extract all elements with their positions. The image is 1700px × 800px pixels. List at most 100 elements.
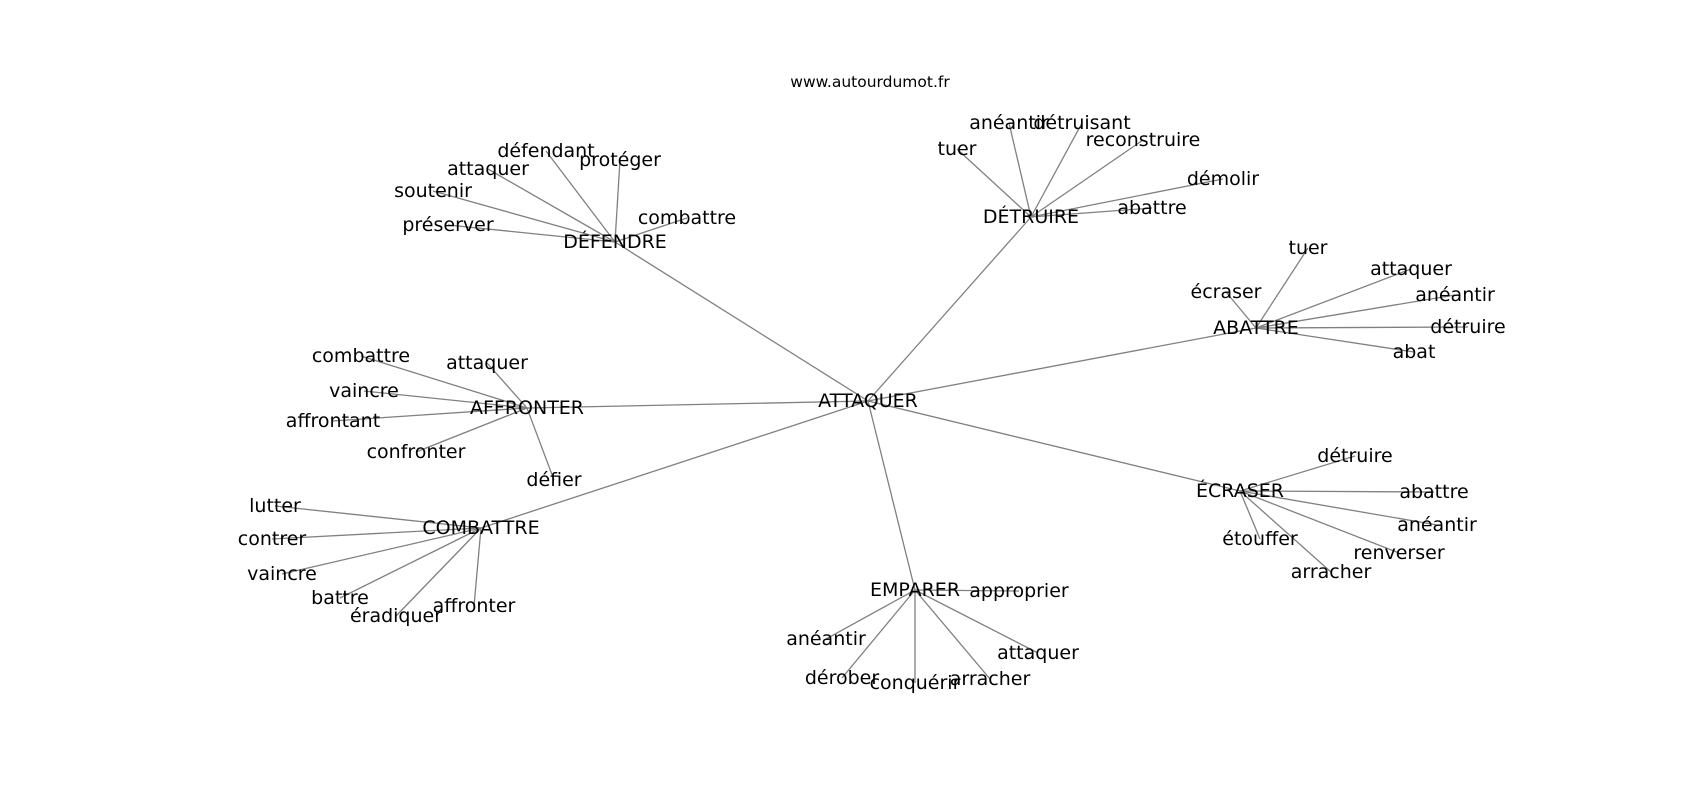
leaf-node-defendre-combattre[interactable]: combattre — [638, 207, 736, 229]
edge-defendre-attaquer — [487, 168, 616, 243]
edge-defendre-soutenir — [432, 190, 616, 243]
leaf-node-combattre-eradiquer[interactable]: éradiquer — [350, 605, 442, 627]
leaf-node-detruire-detruisant[interactable]: détruisant — [1033, 112, 1130, 134]
site-watermark: www.autourdumot.fr — [790, 73, 950, 91]
leaf-node-detruire-tuer[interactable]: tuer — [938, 138, 977, 160]
leaf-node-abattre-tuer[interactable]: tuer — [1289, 237, 1328, 259]
hub-node-defendre[interactable]: DÉFENDRE — [563, 230, 667, 253]
edge-combattre-contrer — [271, 527, 482, 540]
edge-affronter-defier — [526, 407, 555, 481]
hub-node-emparer[interactable]: EMPARER — [870, 579, 960, 601]
leaf-node-combattre-contrer[interactable]: contrer — [238, 528, 307, 550]
edge-emparer-approprier — [914, 589, 1020, 592]
edge-ecraser-etouffer — [1239, 490, 1261, 540]
edge-abattre-detruire — [1255, 326, 1469, 329]
edge-detruire-demolir — [1030, 178, 1224, 218]
leaf-node-defendre-soutenir[interactable]: soutenir — [394, 180, 472, 202]
leaf-node-combattre-vaincre[interactable]: vaincre — [247, 563, 317, 585]
edge-emparer-attaquer — [914, 589, 1039, 654]
leaf-node-affronter-confronter[interactable]: confronter — [367, 441, 466, 463]
edge-root-affronter — [526, 400, 869, 409]
leaf-node-combattre-battre[interactable]: battre — [311, 587, 369, 609]
leaf-node-abattre-attaquer[interactable]: attaquer — [1370, 258, 1452, 280]
edge-detruire-reconstruire — [1030, 139, 1144, 218]
edge-emparer-aneantir — [825, 589, 916, 640]
leaf-node-emparer-conquerir[interactable]: conquérir — [870, 672, 961, 694]
leaf-node-emparer-arracher[interactable]: arracher — [950, 668, 1031, 690]
hub-node-abattre[interactable]: ABATTRE — [1213, 317, 1299, 339]
edge-defendre-defendant — [545, 150, 616, 243]
edge-ecraser-aneantir — [1239, 490, 1438, 526]
edge-root-defendre — [614, 241, 869, 402]
edge-affronter-confronter — [415, 407, 528, 453]
edge-root-combattre — [480, 400, 869, 529]
leaf-node-abattre-ecraser[interactable]: écraser — [1191, 281, 1262, 303]
leaf-node-combattre-affronter[interactable]: affronter — [433, 595, 516, 617]
edge-combattre-eradiquer — [395, 527, 482, 617]
leaf-node-abattre-detruire[interactable]: détruire — [1430, 316, 1505, 338]
leaf-node-defendre-defendant[interactable]: défendant — [497, 140, 594, 162]
leaf-node-detruire-reconstruire[interactable]: reconstruire — [1086, 129, 1201, 151]
leaf-node-emparer-attaquer[interactable]: attaquer — [997, 642, 1079, 664]
edge-root-detruire — [867, 216, 1032, 402]
edge-detruire-detruisant — [1030, 122, 1083, 218]
edge-abattre-tuer — [1255, 247, 1309, 329]
leaf-node-emparer-approprier[interactable]: approprier — [969, 580, 1069, 602]
leaf-node-detruire-aneantir[interactable]: anéantir — [969, 112, 1049, 134]
leaf-node-emparer-derober[interactable]: dérober — [805, 667, 880, 689]
hub-node-ecraser[interactable]: ÉCRASER — [1196, 479, 1284, 502]
edge-abattre-aneantir — [1255, 294, 1456, 329]
edge-emparer-derober — [841, 589, 916, 679]
leaf-node-ecraser-etouffer[interactable]: étouffer — [1222, 528, 1298, 550]
edge-root-emparer — [867, 400, 916, 591]
edge-defendre-proteger — [614, 159, 621, 243]
edge-defendre-preserver — [447, 224, 616, 243]
edge-affronter-attaquer — [486, 362, 528, 409]
leaf-node-abattre-aneantir[interactable]: anéantir — [1415, 284, 1495, 306]
edge-combattre-battre — [339, 527, 482, 599]
edge-emparer-arracher — [914, 589, 991, 680]
leaf-node-affronter-combattre[interactable]: combattre — [312, 345, 410, 367]
edge-detruire-aneantir — [1008, 122, 1032, 218]
edge-combattre-lutter — [274, 505, 482, 529]
leaf-node-affronter-attaquer[interactable]: attaquer — [446, 352, 528, 374]
edge-combattre-affronter — [473, 527, 482, 607]
leaf-node-emparer-aneantir[interactable]: anéantir — [786, 628, 866, 650]
leaf-node-affronter-affrontant[interactable]: affrontant — [286, 410, 380, 432]
edge-ecraser-arracher — [1239, 490, 1332, 573]
hub-node-detruire[interactable]: DÉTRUIRE — [983, 205, 1079, 228]
leaf-node-ecraser-arracher[interactable]: arracher — [1291, 561, 1372, 583]
leaf-node-abattre-abat[interactable]: abat — [1393, 341, 1436, 363]
edge-defendre-combattre — [614, 217, 688, 243]
leaf-node-defendre-preserver[interactable]: préserver — [402, 214, 493, 236]
leaf-node-affronter-defier[interactable]: défier — [526, 469, 581, 491]
leaf-node-combattre-lutter[interactable]: lutter — [249, 495, 301, 517]
leaf-node-ecraser-detruire[interactable]: détruire — [1317, 445, 1392, 467]
edge-abattre-ecraser — [1225, 291, 1257, 329]
edge-root-ecraser — [867, 400, 1241, 492]
leaf-node-ecraser-renverser[interactable]: renverser — [1353, 542, 1444, 564]
leaf-node-ecraser-aneantir[interactable]: anéantir — [1397, 514, 1477, 536]
leaf-node-detruire-abattre[interactable]: abattre — [1117, 197, 1186, 219]
edge-detruire-abattre — [1030, 207, 1153, 218]
leaf-node-defendre-proteger[interactable]: protéger — [579, 149, 661, 171]
edge-affronter-affrontant — [332, 407, 528, 422]
edge-abattre-attaquer — [1255, 268, 1412, 329]
leaf-node-defendre-attaquer[interactable]: attaquer — [447, 158, 529, 180]
leaf-node-ecraser-abattre[interactable]: abattre — [1399, 481, 1468, 503]
graph-edges — [271, 122, 1469, 683]
edge-abattre-abat — [1255, 327, 1415, 353]
hub-node-combattre[interactable]: COMBATTRE — [422, 517, 539, 539]
leaf-node-detruire-demolir[interactable]: démolir — [1187, 168, 1259, 190]
edge-root-abattre — [867, 327, 1257, 402]
edge-affronter-vaincre — [363, 390, 528, 409]
root-node-attaquer[interactable]: ATTAQUER — [818, 390, 918, 412]
leaf-node-affronter-vaincre[interactable]: vaincre — [329, 380, 399, 402]
edge-detruire-tuer — [956, 148, 1032, 218]
edge-affronter-combattre — [360, 355, 528, 409]
edge-ecraser-renverser — [1239, 490, 1400, 554]
hub-node-affronter[interactable]: AFFRONTER — [470, 397, 584, 419]
edge-combattre-vaincre — [281, 527, 482, 575]
